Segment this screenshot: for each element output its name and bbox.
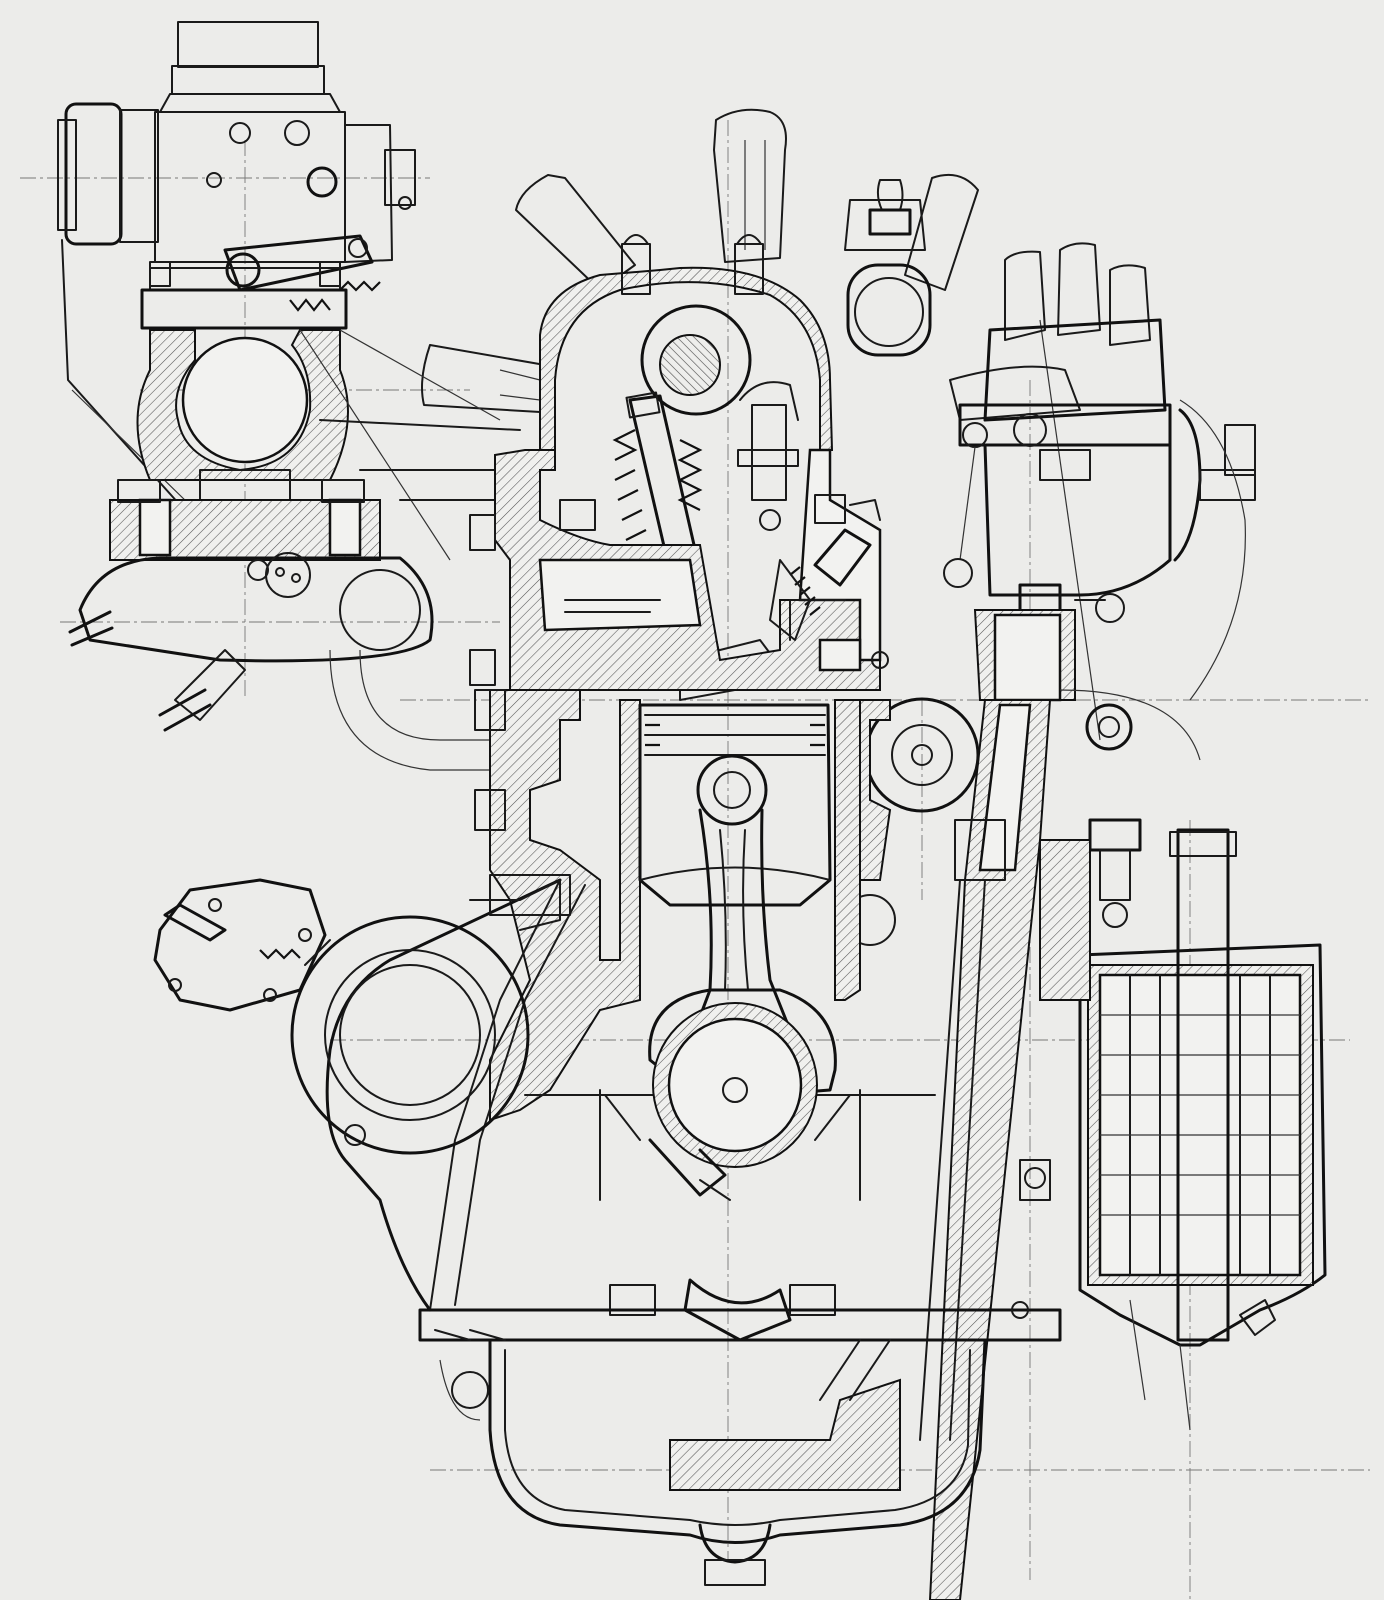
camshaft [640,304,799,421]
piston [638,703,832,907]
distributor [943,242,1256,702]
rocker-cover [539,234,834,451]
valve-springs [612,404,799,541]
alternator-pulley [844,697,980,946]
fuel-pump [153,874,571,1155]
inlet-manifold [68,329,521,771]
oil-pump-drive [919,689,1201,1600]
crankshaft [609,1002,836,1342]
spark-plug [769,499,881,641]
crankcase [325,878,1062,1421]
cooling-fan [421,108,1081,421]
oil-filter [1039,818,1327,1431]
cylinder-block [469,514,936,1201]
water-outlet [844,179,932,357]
fasteners [871,651,1051,1319]
carburettor [57,21,416,506]
sump [451,1338,987,1544]
drain-plug [698,1523,772,1586]
